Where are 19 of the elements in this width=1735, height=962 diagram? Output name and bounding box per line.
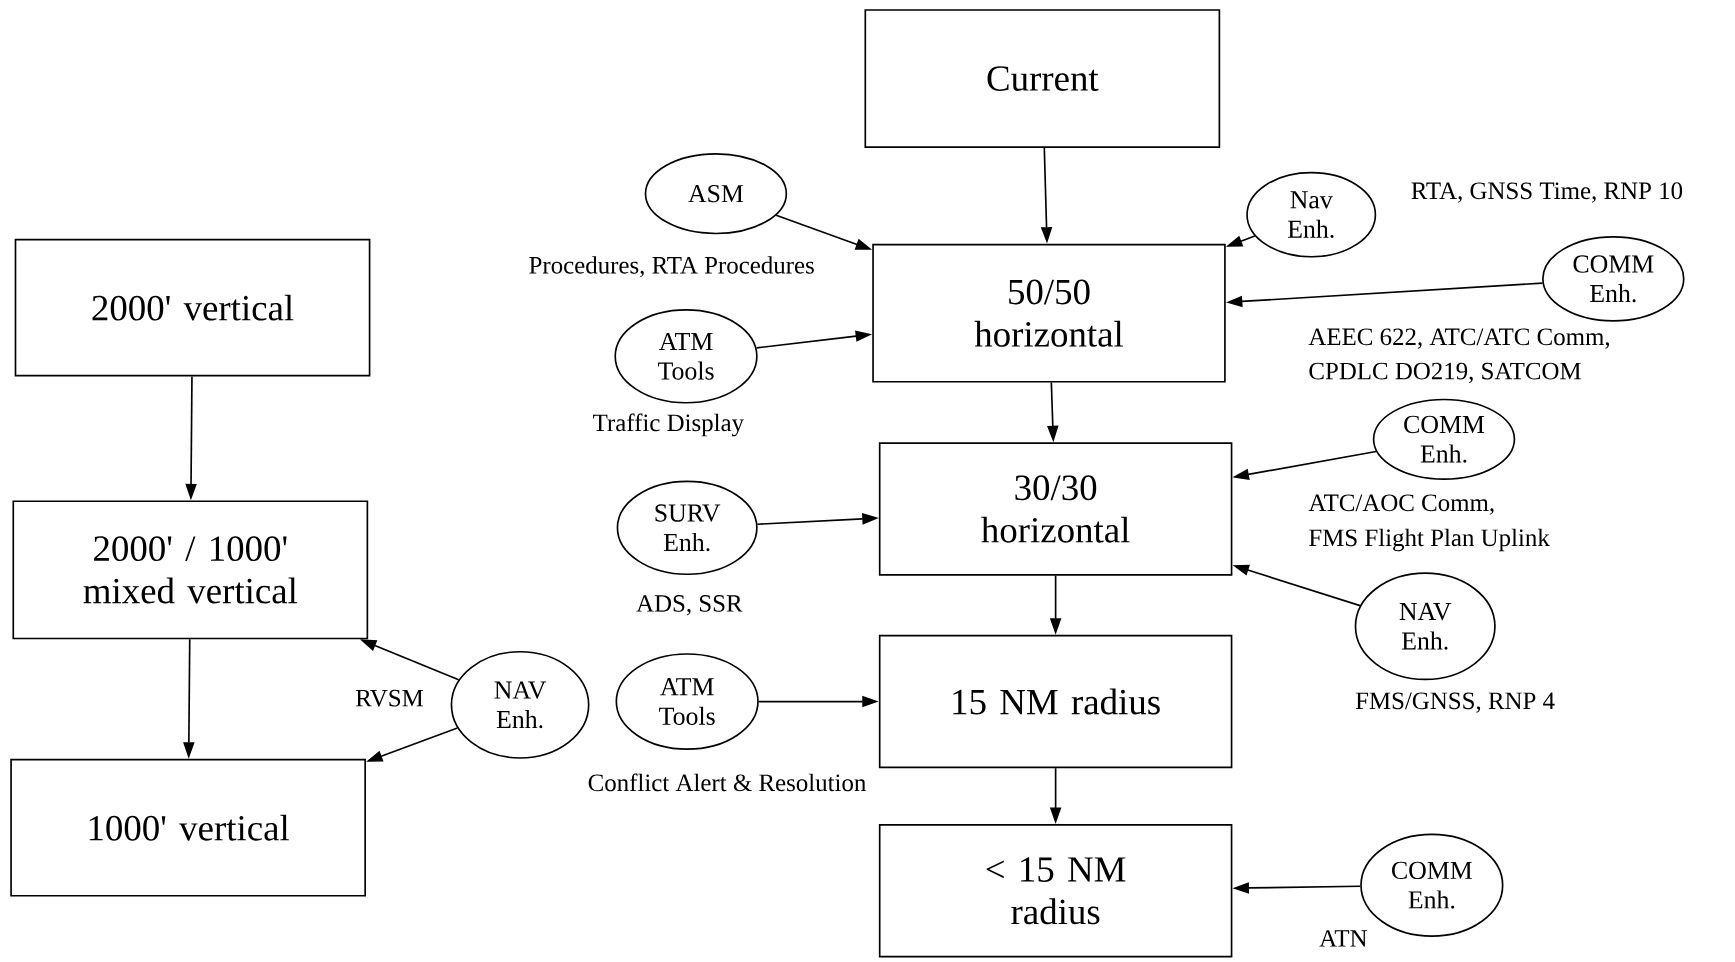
stage-box: 2000' / 1000' mixed vertical <box>12 500 369 640</box>
caption-text: Procedures, RTA Procedures <box>529 256 814 278</box>
caption-text: Traffic Display <box>593 413 744 437</box>
stage-box: 1000' vertical <box>10 759 366 897</box>
stage-box: 50/50 horizontal <box>872 243 1226 383</box>
caption-text: ATC/AOC Comm, <box>1308 494 1494 515</box>
caption-text: RTA, GNSS Time, RNP 10 <box>1411 182 1683 203</box>
stage-box: 2000' vertical <box>14 238 371 377</box>
caption-text: ADS, SSR <box>636 595 743 616</box>
caption-text: FMS/GNSS, RNP 4 <box>1355 692 1555 713</box>
stage-box: 30/30 horizontal <box>878 442 1233 576</box>
caption-text: RVSM <box>355 690 424 707</box>
caption-text: CPDLC DO219, SATCOM <box>1309 362 1581 384</box>
caption-text: FMS Flight Plan Uplink <box>1309 528 1550 552</box>
stage-box: Current <box>864 9 1221 149</box>
stage-box: 15 NM radius <box>878 635 1233 769</box>
caption-text: AEEC 622, ATC/ATC Comm, <box>1308 328 1610 349</box>
caption-text: Conflict Alert & Resolution <box>588 773 866 792</box>
stage-box: < 15 NM radius <box>878 824 1233 958</box>
